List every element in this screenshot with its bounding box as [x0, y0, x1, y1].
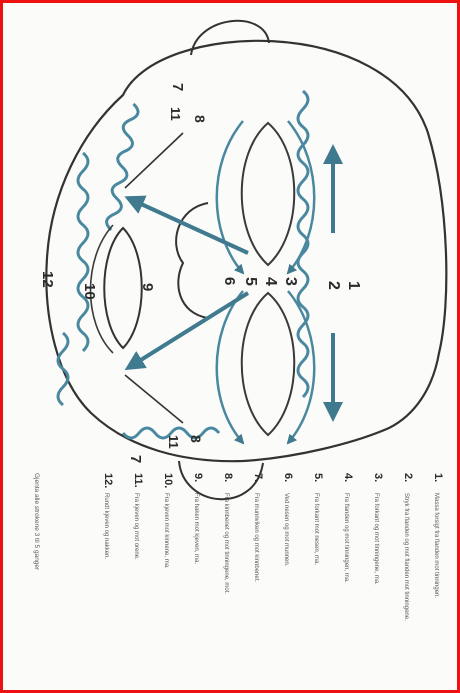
- legend-item-number: 12.: [102, 473, 114, 488]
- ear-top: [191, 21, 269, 55]
- jaw-line-bottom: [125, 375, 183, 423]
- legend-item-number: 3.: [372, 473, 384, 482]
- cheek-arrow-top: [128, 198, 248, 253]
- face-massage-diagram: 1 2 3 4 5 6 7 8 11 9 10 12 8 11 7 1. Mass…: [3, 3, 457, 690]
- legend-item-text: Rundt kjeven og nakken.: [103, 493, 109, 559]
- legend-item-number: 11.: [132, 473, 144, 488]
- legend-item-number: 6.: [282, 473, 294, 482]
- label-9: 9: [139, 283, 156, 291]
- label-7-top: 7: [169, 83, 186, 91]
- legend-item-text: Fra kjeven mot kinnene, ma.: [163, 493, 169, 569]
- label-11-top: 11: [168, 107, 183, 121]
- legend-item-text: Fra forkant mot nesen, ma.: [313, 493, 319, 565]
- legend-item-text: Fra forkant og mot tinningene, ma.: [373, 493, 379, 585]
- legend-item-text: Stryk fra flanden og mot flanden mot tin…: [403, 493, 409, 621]
- label-8-top: 8: [192, 115, 208, 123]
- brow-arc-bottom: [217, 291, 243, 443]
- legend-item-text: Fra kinnbenet og mot tinningene, mot.: [223, 493, 229, 594]
- ear-bottom: [179, 461, 263, 499]
- jaw-line-top: [125, 133, 183, 188]
- legend-item-text: Fra haken mot kjeven, ma.: [193, 493, 199, 564]
- label-2: 2: [325, 281, 342, 290]
- label-1: 1: [345, 281, 362, 290]
- label-7-bottom: 7: [127, 455, 144, 463]
- legend-item-number: 8.: [222, 473, 234, 482]
- legend-item-number: 4.: [342, 473, 354, 482]
- label-6: 6: [221, 277, 238, 285]
- label-8-bottom: 8: [188, 435, 204, 443]
- cheek-arrow-bottom: [128, 293, 248, 368]
- label-11-bottom: 11: [166, 435, 181, 449]
- wave-line-top: [105, 103, 139, 231]
- legend-item-text: Fra kjeven og mot orene.: [133, 493, 139, 560]
- legend-item-number: 10.: [162, 473, 174, 488]
- label-10: 10: [81, 283, 98, 300]
- wave-line-jaw: [58, 333, 68, 405]
- eye-arc-bottom-inner: [288, 291, 314, 443]
- legend-item-number: 7.: [252, 473, 264, 482]
- legend-item-number: 9.: [192, 473, 204, 482]
- legend-item-text: Massa forsigt fra flanden mot tinningen.: [433, 493, 439, 598]
- eye-outline-top: [242, 123, 295, 265]
- legend-item-number: 5.: [312, 473, 324, 482]
- legend-item-number: 2.: [402, 473, 414, 482]
- label-4: 4: [262, 277, 279, 286]
- label-12: 12: [39, 271, 56, 288]
- mouth-outline: [104, 228, 142, 348]
- legend-note: Gjenta alle strokene 3 til 5 ganger: [33, 473, 40, 571]
- legend-item-number: 1.: [432, 473, 444, 482]
- label-3: 3: [282, 277, 299, 286]
- eye-outline-bottom: [242, 293, 295, 435]
- legend-item-text: Fra munnviken og mot kinnbenet.: [253, 493, 259, 582]
- legend-item-text: Fra flanden og mot tinningen, ma.: [343, 493, 349, 583]
- wave-line-left: [78, 153, 88, 351]
- legend-item-text: Ved nesen og mot munnen.: [283, 493, 289, 567]
- label-5: 5: [242, 277, 259, 286]
